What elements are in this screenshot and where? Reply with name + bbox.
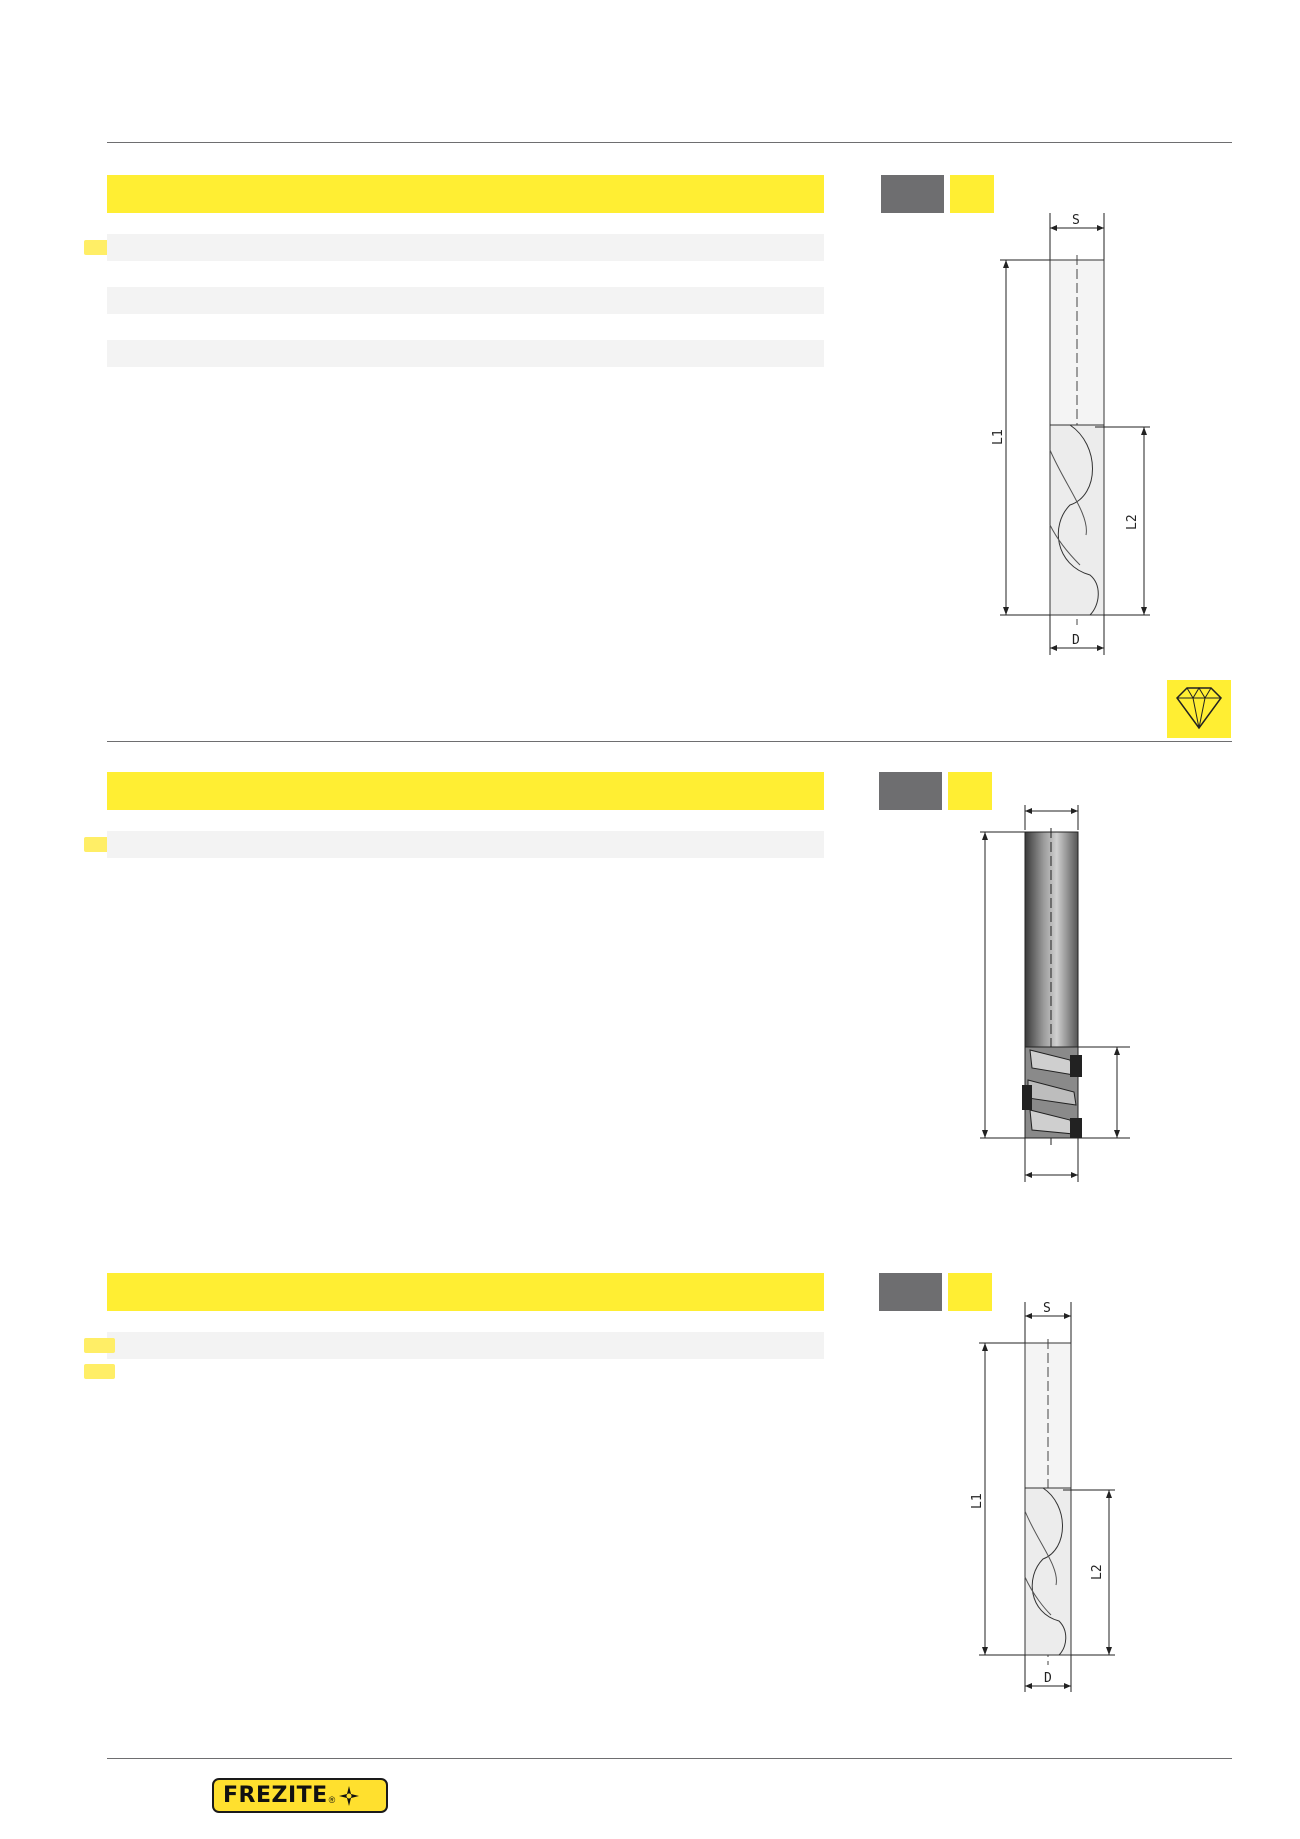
section-3-row-tag	[84, 1338, 115, 1353]
section-1-yellow-box	[950, 175, 994, 213]
frezite-logo: FREZITE ®	[212, 1778, 388, 1813]
dim-label-l2: L2	[1125, 514, 1140, 530]
section-2-divider	[107, 741, 1232, 742]
footer-divider	[107, 1758, 1232, 1759]
section-1-table-row	[107, 340, 824, 367]
dim-label-l1: L1	[970, 1493, 985, 1509]
diamond-icon	[1167, 680, 1231, 738]
brand-name: FREZITE	[223, 1783, 328, 1808]
dim-label-s: S	[1072, 213, 1080, 228]
section-1-table-row	[107, 287, 824, 314]
section-3-grey-box	[879, 1273, 942, 1311]
section-1-table-row	[107, 234, 824, 261]
brand-star-icon	[339, 1785, 360, 1806]
section-3-row-tag	[84, 1364, 115, 1379]
section-2-grey-box	[879, 772, 942, 810]
section-3-title-bar	[107, 1273, 824, 1311]
dim-label-s: S	[1043, 1301, 1051, 1316]
section-3-table-row	[107, 1332, 824, 1359]
section-2-title-bar	[107, 772, 824, 810]
section-1-grey-box	[881, 175, 944, 213]
dim-label-d: D	[1072, 633, 1080, 648]
section-1-title-bar	[107, 175, 824, 213]
section-2-table-row	[107, 831, 824, 858]
dim-label-d: D	[1044, 1671, 1052, 1686]
section-2-tool-drawing	[980, 805, 1130, 1182]
section-1-tool-drawing: S L1 L2 D	[991, 213, 1150, 655]
dim-label-l2: L2	[1090, 1564, 1105, 1580]
section-2-yellow-box	[948, 772, 992, 810]
top-divider	[107, 142, 1232, 143]
registered-mark: ®	[328, 1794, 336, 1805]
section-3-yellow-box	[948, 1273, 992, 1311]
section-3-tool-drawing: S L1 L2 D	[970, 1301, 1115, 1692]
dim-label-l1: L1	[991, 429, 1006, 445]
